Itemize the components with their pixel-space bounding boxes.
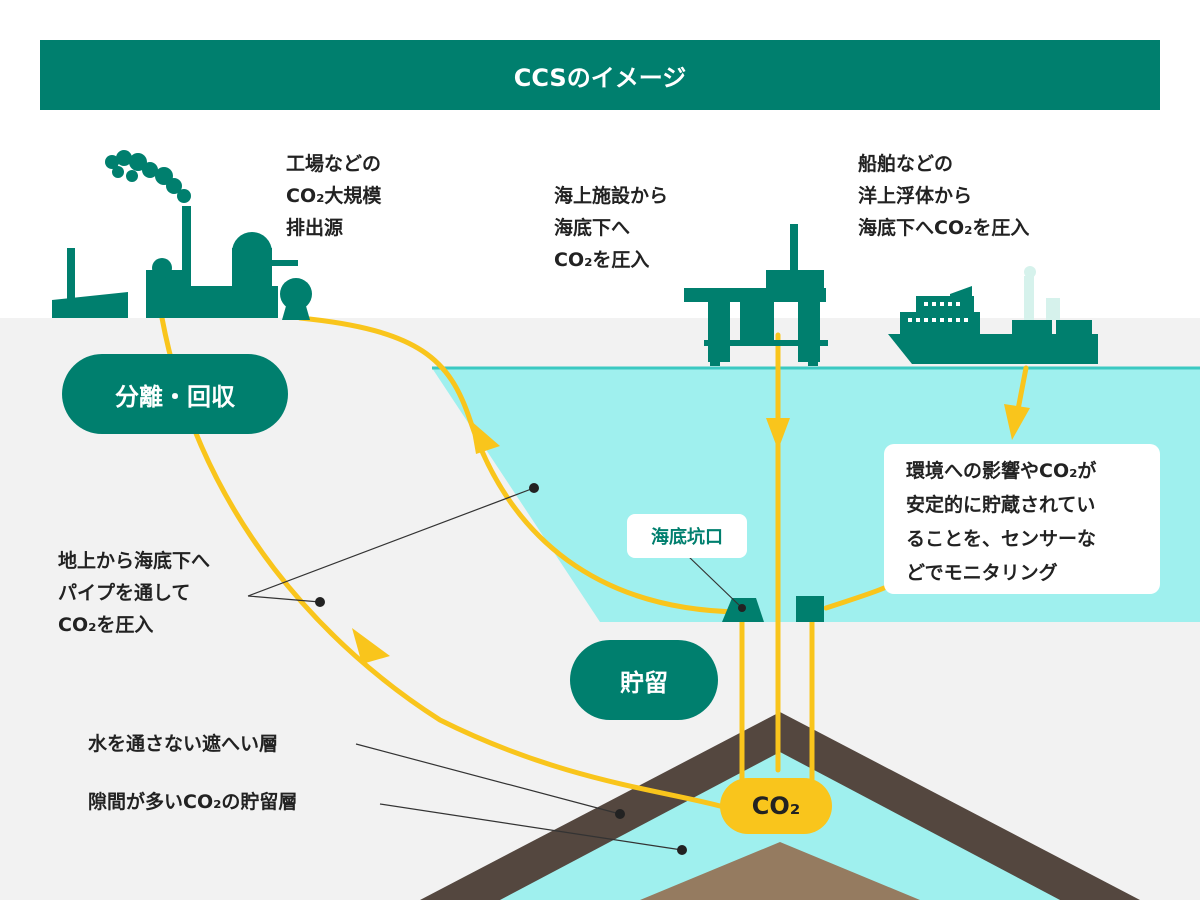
arrow-factory: [470, 420, 500, 454]
factory-label: 工場などの CO₂大規模 排出源: [286, 148, 381, 244]
pipeline-callout-line: パイプを通して: [58, 582, 191, 604]
pipeline-callout-line: CO₂を圧入: [58, 614, 154, 636]
monitoring-link: [823, 585, 887, 611]
monitoring-line: 安定的に貯蔵されてい: [906, 494, 1096, 516]
storage-layer-callout: 隙間が多いCO₂の貯留層: [88, 786, 297, 818]
storage-layer-label: 隙間が多いCO₂の貯留層: [88, 791, 298, 813]
arrow-land: [352, 628, 390, 664]
platform-label-line: 海底下へ: [554, 217, 631, 239]
platform-label: 海上施設から 海底下へ CO₂を圧入: [554, 180, 668, 276]
monitoring-line: 環境への影響やCO₂が: [906, 460, 1097, 482]
arrow-platform: [766, 418, 790, 450]
seal-layer-callout: 水を通さない遮へい層: [88, 728, 278, 760]
factory-label-line: CO₂大規模: [286, 185, 382, 207]
factory-label-line: 工場などの: [286, 153, 382, 175]
monitoring-line: ることを、センサーな: [906, 528, 1097, 550]
wellhead-label: 海底坑口: [627, 514, 747, 558]
factory-icon: [52, 150, 312, 320]
ship-label-line: 海底下へCO₂を圧入: [858, 217, 1030, 239]
monitoring-line: どでモニタリング: [906, 562, 1058, 584]
ship-icon: [888, 266, 1098, 364]
platform-icon: [684, 224, 828, 366]
factory-label-line: 排出源: [286, 217, 344, 239]
sensor-icon: [796, 596, 824, 622]
capture-pill: 分離・回収: [62, 354, 288, 434]
platform-label-line: CO₂を圧入: [554, 249, 650, 271]
page-title: CCSのイメージ: [40, 40, 1160, 110]
dome-rock: [640, 842, 920, 900]
monitoring-callout: 環境への影響やCO₂が 安定的に貯蔵されてい ることを、センサーな どでモニタリ…: [884, 444, 1160, 594]
ship-label-line: 船舶などの: [858, 153, 954, 175]
platform-label-line: 海上施設から: [554, 185, 669, 207]
leader-dots: [315, 483, 746, 855]
arrow-ship: [1004, 404, 1030, 440]
pipeline-callout: 地上から海底下へ パイプを通して CO₂を圧入: [58, 545, 210, 641]
flow-arrows: [352, 404, 1030, 664]
pipeline-callout-line: 地上から海底下へ: [58, 550, 211, 572]
ship-label-line: 洋上浮体から: [858, 185, 973, 207]
leader-lines: [247, 487, 741, 851]
ship-label: 船舶などの 洋上浮体から 海底下へCO₂を圧入: [858, 148, 1029, 244]
storage-pill: 貯留: [570, 640, 718, 720]
co2-storage-label: CO₂: [720, 778, 832, 834]
pipe-land: [159, 315, 723, 809]
seal-layer-label: 水を通さない遮へい層: [88, 733, 279, 755]
